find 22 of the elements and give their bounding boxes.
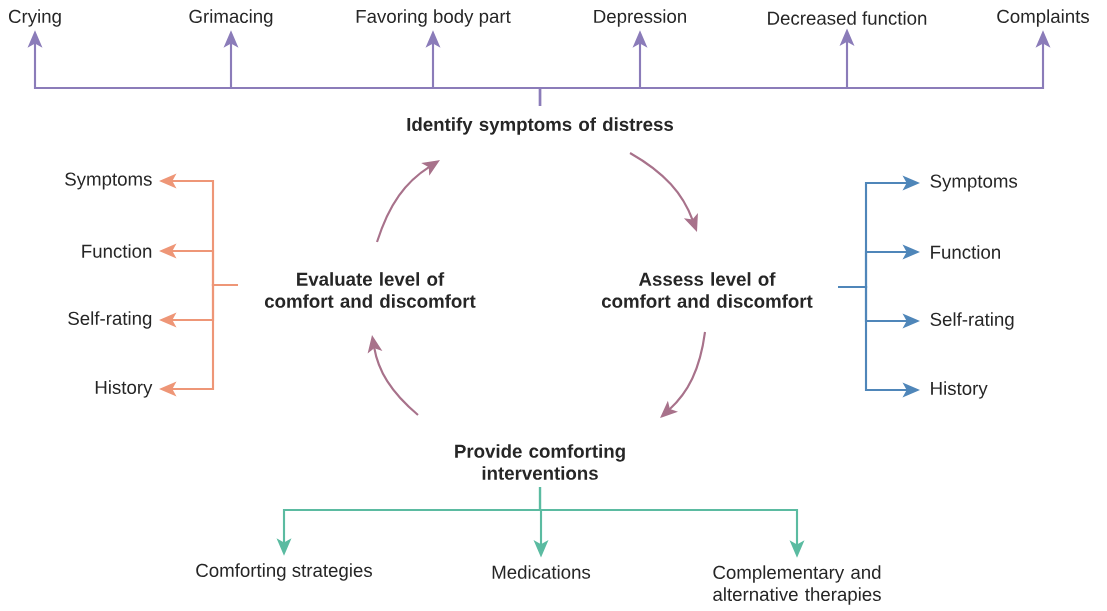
item-label: Symptoms bbox=[930, 174, 1018, 192]
item-label: Complementary and alternative therapies bbox=[713, 565, 881, 605]
item-label: Self-rating bbox=[930, 312, 1014, 330]
item-label: Self-rating bbox=[68, 311, 152, 329]
item-label: Comforting strategies bbox=[196, 563, 372, 581]
item-label: Crying bbox=[8, 9, 61, 27]
item-label: Complaints bbox=[997, 9, 1089, 27]
item-label: Depression bbox=[594, 9, 686, 27]
curved-arrow bbox=[660, 331, 707, 418]
item-label: Symptoms bbox=[65, 172, 152, 190]
item-label: Function bbox=[82, 244, 152, 258]
step-label: Assess level of comfort and discomfort bbox=[601, 272, 813, 308]
item-label: Medications bbox=[492, 565, 591, 579]
item-label: Grimacing bbox=[189, 9, 273, 27]
item-label: Function bbox=[931, 245, 1000, 259]
item-label: Decreased function bbox=[768, 11, 927, 25]
item-label: History bbox=[931, 381, 988, 399]
step-label: Identify symptoms of distress bbox=[407, 117, 673, 135]
item-label: Favoring body part bbox=[356, 9, 511, 27]
item-label: History bbox=[95, 380, 153, 398]
step-label: Provide comforting interventions bbox=[455, 444, 625, 480]
step-label: Evaluate level of comfort and discomfort bbox=[264, 272, 476, 308]
